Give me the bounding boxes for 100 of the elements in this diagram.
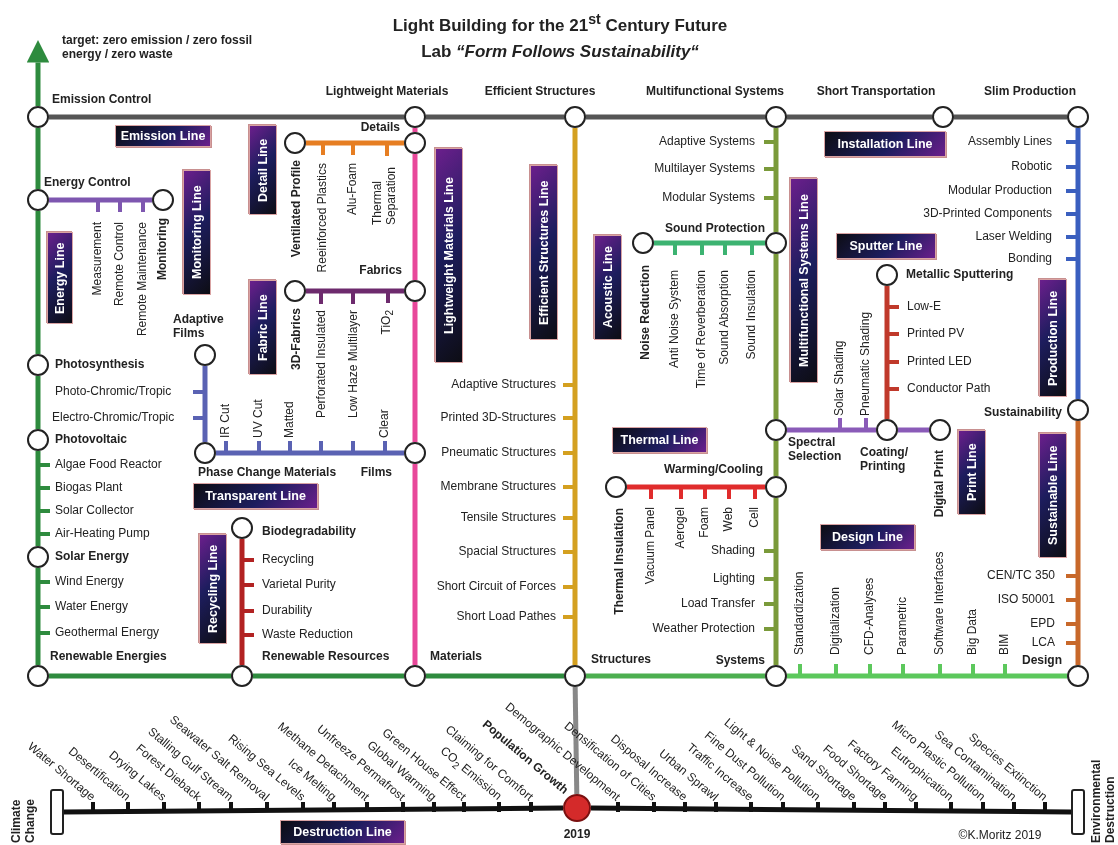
stop-label: ISO 50001 [997,593,1055,607]
line-name-tag: Production Line [1039,279,1067,397]
stop-label: Wind Energy [55,575,124,589]
stop-label: Adaptive Systems [658,135,755,149]
station-name: Sound Protection [665,222,765,236]
stop-label: Electro-Chromic/Tropic [52,411,175,425]
station-name: Details [360,121,400,135]
line-segment [412,302,418,442]
stop-label: Adaptive Structures [451,378,556,392]
line-segment [412,154,418,280]
line-segment [773,128,779,232]
stop-label: Varietal Purity [262,578,336,592]
stop-label: Time of Reverberation [695,270,709,389]
stop-label: Foam [698,507,712,538]
station-name: Sustainability [983,406,1062,420]
stop-label: Digitalization [829,586,843,655]
line-segment [627,484,765,490]
line-name-tag: Efficient Structures Line [530,165,558,340]
stop-label: Web [722,507,736,532]
station-name: Fabrics [359,264,402,278]
line-name-tag: Emission Line [115,125,211,147]
stop-label: Pneumatic Structures [441,446,556,460]
line-segment [572,686,580,795]
station-name: Ventilated Profile [290,160,304,258]
stop-label: Weather Protection [652,622,755,636]
line-segment [654,240,765,246]
stop-label: Perforated Insulated [315,310,329,419]
station-name: Energy Control [44,176,131,190]
line-name-tag: Sputter Line [836,233,936,259]
line-segment [412,128,418,132]
station-name: Renewable Energies [50,650,167,664]
stop-label: Parametric [896,597,910,655]
stop-label: Modular Systems [662,191,755,205]
line-segment [1075,421,1081,665]
station-name: Emission Control [52,93,152,107]
line-name-tag: Energy Line [47,232,73,324]
stop-label: Cell [748,507,762,528]
line-segment [884,286,890,419]
station-name: Environmental Destruction [1090,758,1118,843]
line-segment [35,211,41,354]
line-name-tag: Thermal Line [612,427,707,453]
line-segment [787,427,876,433]
stop-label: Load Transfer [680,597,755,611]
station-name: Adaptive Films [173,313,225,341]
line-name-tag: Acoustic Line [594,235,622,340]
stop-label: Biogas Plant [55,481,123,495]
station-name: Short Transportation [816,85,936,99]
line-name-tag: Lightweight Materials Line [435,148,463,363]
station-name: Coating/Printing [860,446,909,474]
station-name: Monitoring [156,218,170,280]
line-segment [787,114,932,120]
line-segment [306,140,404,146]
stop-label: Clear [378,409,392,438]
line-segment [773,254,779,419]
stop-label: Membrane Structures [440,480,556,494]
stop-label: UV Cut [252,399,266,438]
station-name: Phase Change Materials [198,466,337,480]
station-name: Multifunctional Systems [646,85,784,99]
line-name-tag: Multifunctional Systems Line [790,178,818,383]
stop-label: Laser Welding [975,230,1052,244]
stop-label: Modular Production [947,184,1052,198]
stop-label: Anti Noise System [668,270,682,369]
line-segment [572,128,578,665]
station-name: 3D-Fabrics [290,308,304,371]
line-name-tag: Design Line [820,524,915,550]
line-segment [898,427,929,433]
stop-label: Printed LED [907,355,972,369]
stop-label: Remote Control [113,222,127,307]
station-name: Slim Production [984,85,1076,99]
stop-label: Reeinforced Plastics [316,163,330,273]
line-segment [954,114,1067,120]
line-segment [787,673,1067,679]
stop-label: Pneumatic Shading [859,311,873,416]
line-segment [412,464,418,665]
line-segment [253,673,404,679]
line-segment [49,673,231,679]
stop-label: Waste Reduction [262,628,353,642]
stop-label: Conductor Path [907,382,991,396]
line-segment [216,450,404,456]
stop-label: Vacuum Panel [644,507,658,585]
stop-label: Alu-Foam [346,163,360,215]
station-name: Warming/Cooling [664,463,763,477]
line-name-tag: Fabric Line [249,280,277,375]
stop-label: Lighting [712,572,755,586]
station-name: Efficient Structures [484,85,596,99]
line-segment [426,114,564,120]
stop-label: Algae Food Reactor [55,458,162,472]
line-segment [306,288,404,294]
stop-label: BIM [998,633,1012,655]
stop-label: LCA [1031,636,1055,650]
stop-label: Photo-Chromic/Tropic [55,385,172,399]
line-segment [49,114,404,120]
station-name: Noise Reduction [639,265,653,360]
station-name: Systems [715,654,765,668]
line-segment [426,673,564,679]
stop-label: Matted [283,401,297,438]
line-name-tag: Print Line [958,430,986,515]
station-name: Materials [430,650,483,664]
diagram-title: Light Building for the 21$^{st}$ Century Future Lab “Form Follows Sustainability“ [391,10,729,63]
station-name: Solar Energy [55,550,130,564]
